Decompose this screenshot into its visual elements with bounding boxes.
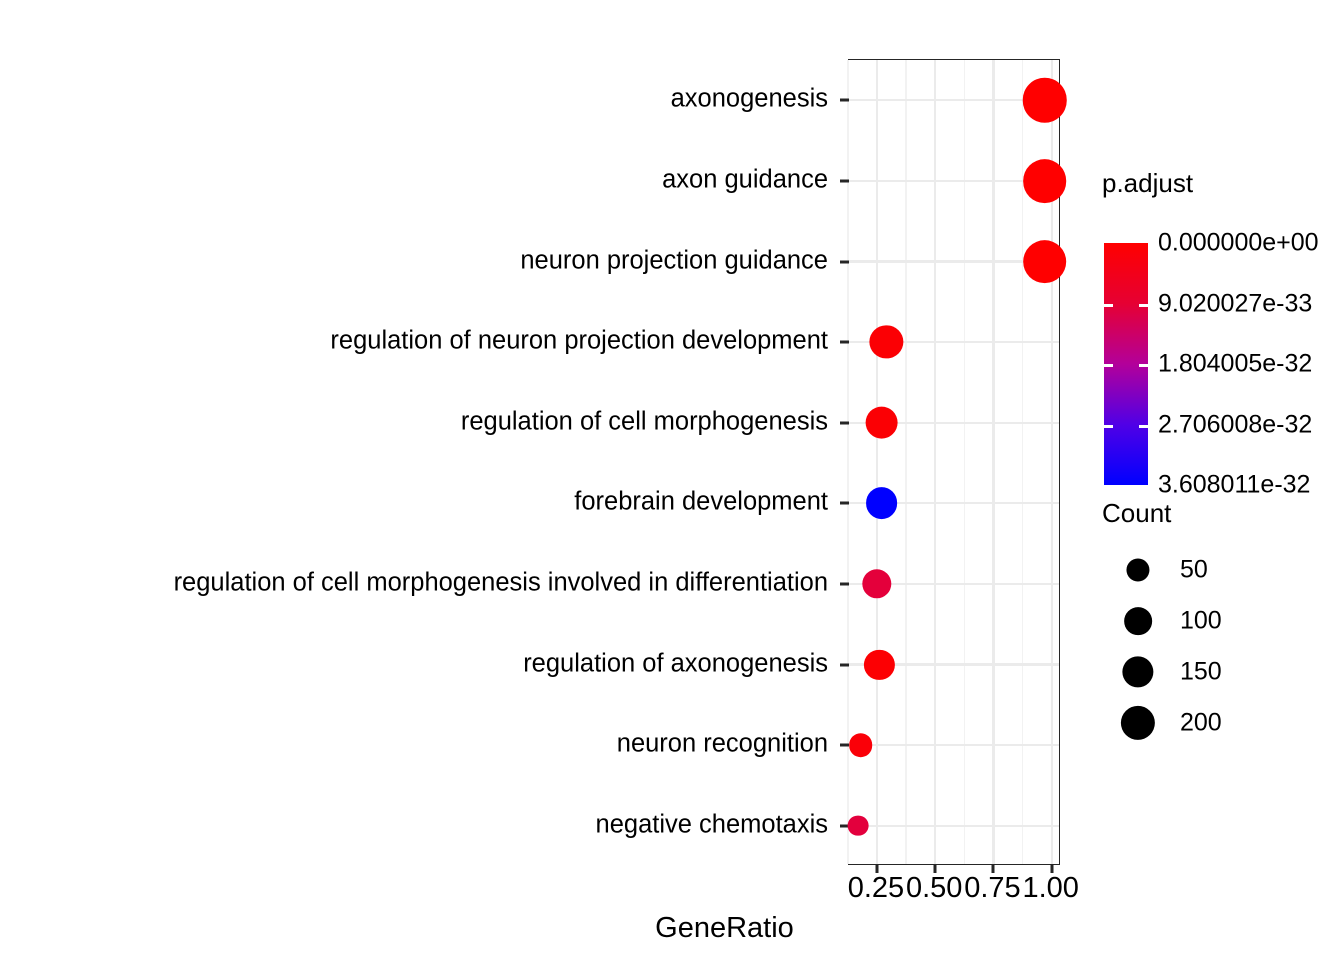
grid-line-horizontal: [849, 260, 1059, 263]
data-point: [864, 649, 895, 680]
grid-line-horizontal: [849, 502, 1059, 505]
grid-line-major-vertical: [992, 60, 995, 864]
colorbar-break-tick: [1139, 303, 1148, 307]
count-legend-bubble: [1120, 705, 1156, 741]
p-adjust-legend-label: 0.000000e+00: [1158, 228, 1319, 257]
p-adjust-legend-label: 3.608011e-32: [1158, 470, 1311, 499]
data-point: [862, 569, 892, 599]
y-axis-tick-label: regulation of cell morphogenesis involve…: [173, 568, 828, 597]
y-axis-tick: [840, 421, 849, 425]
count-legend-bubble: [1124, 607, 1152, 635]
count-legend-label: 150: [1180, 657, 1222, 686]
y-axis-tick: [840, 260, 849, 263]
y-axis-tick: [840, 98, 849, 102]
y-axis-tick: [840, 663, 849, 666]
p-adjust-legend-label: 2.706008e-32: [1158, 410, 1313, 438]
y-axis-tick: [840, 582, 849, 586]
y-axis-tick-label: regulation of cell morphogenesis: [460, 406, 828, 435]
y-axis-labels: axonogenesis axon guidance neuron projecti…: [173, 84, 828, 838]
grid-line-horizontal: [849, 99, 1059, 102]
count-legend-rows: 50 100 150 200: [1102, 540, 1342, 760]
x-axis-tick: [875, 864, 879, 873]
x-axis-tick-label: 0.50: [905, 872, 963, 904]
data-point: [865, 487, 898, 520]
count-legend-label: 50: [1180, 555, 1208, 584]
grid-line-horizontal: [849, 582, 1059, 585]
data-point: [1022, 239, 1067, 284]
grid-line-minor-vertical: [1021, 60, 1024, 864]
y-axis-tick-label: forebrain development: [574, 487, 828, 516]
y-axis-tick-label: neuron projection guidance: [520, 245, 828, 274]
colorbar-break-tick: [1104, 303, 1113, 307]
count-legend-label: 200: [1180, 708, 1222, 737]
x-axis-tick-label: 0.25: [847, 872, 905, 904]
x-axis-title: GeneRatio: [0, 912, 1344, 945]
data-point: [1022, 78, 1067, 123]
count-legend-bubble: [1122, 656, 1154, 688]
grid-line-horizontal: [849, 341, 1059, 344]
y-axis-tick-label: neuron recognition: [616, 729, 828, 758]
p-adjust-legend-label: 1.804005e-32: [1158, 349, 1313, 378]
colorbar-break-tick: [1104, 364, 1113, 367]
grid-line-horizontal: [849, 744, 1059, 747]
x-axis-tick: [933, 864, 937, 873]
y-axis-tick-label: axonogenesis: [670, 84, 828, 113]
plot-panel: [840, 59, 1067, 873]
colorbar-break-tick: [1139, 424, 1148, 428]
p-adjust-colorbar-wrap: 0.000000e+00 9.020027e-33 1.804005e-32 2.70…: [1102, 202, 1342, 497]
p-adjust-legend-label: 9.020027e-33: [1158, 289, 1313, 317]
p-adjust-colorbar: [1104, 243, 1148, 485]
data-point: [848, 733, 873, 757]
grid-line-horizontal: [849, 421, 1059, 424]
grid-line-minor-vertical: [905, 60, 907, 864]
colorbar-break-tick: [1139, 364, 1148, 367]
count-legend-label: 100: [1180, 606, 1222, 635]
p-adjust-legend: p.adjust 0.000000e+00 9.020027e-33 1.80400…: [1102, 168, 1342, 497]
y-axis-tick-label: axon guidance: [662, 165, 828, 194]
p-adjust-legend-title: p.adjust: [1102, 168, 1194, 198]
count-legend-title: Count: [1102, 498, 1172, 528]
y-axis-tick-label: regulation of axonogenesis: [523, 648, 828, 677]
colorbar-break-tick: [1104, 424, 1113, 428]
y-axis-tick: [840, 340, 849, 344]
grid-line-major-vertical: [934, 60, 937, 864]
grid-line-minor-vertical: [847, 60, 849, 864]
grid-line-horizontal: [849, 824, 1059, 827]
count-legend-bubble: [1126, 558, 1150, 582]
x-axis-tick: [1050, 864, 1054, 873]
grid-line-major-vertical: [1050, 60, 1053, 864]
x-axis-tick: [991, 864, 995, 873]
x-axis-tick-label: 0.75: [964, 872, 1021, 904]
grid-line-horizontal: [849, 663, 1059, 666]
data-point: [847, 815, 869, 837]
grid-line-minor-vertical: [963, 60, 966, 864]
x-axis-tick-label: 1.00: [1022, 872, 1079, 904]
count-legend: Count 50 100 150 200: [1102, 500, 1342, 760]
grid-line-horizontal: [849, 179, 1059, 182]
data-point: [865, 406, 898, 440]
y-axis-tick-label: regulation of neuron projection developm…: [330, 326, 828, 355]
y-axis-tick: [840, 824, 849, 828]
data-point: [869, 325, 903, 359]
grid-line-major-vertical: [875, 60, 879, 864]
y-axis-tick-label: negative chemotaxis: [595, 809, 828, 838]
y-axis-tick: [840, 501, 849, 505]
x-axis-title-text: GeneRatio: [655, 912, 794, 944]
y-axis-tick: [840, 743, 849, 747]
data-point: [1022, 159, 1067, 203]
y-axis-tick: [840, 179, 849, 183]
